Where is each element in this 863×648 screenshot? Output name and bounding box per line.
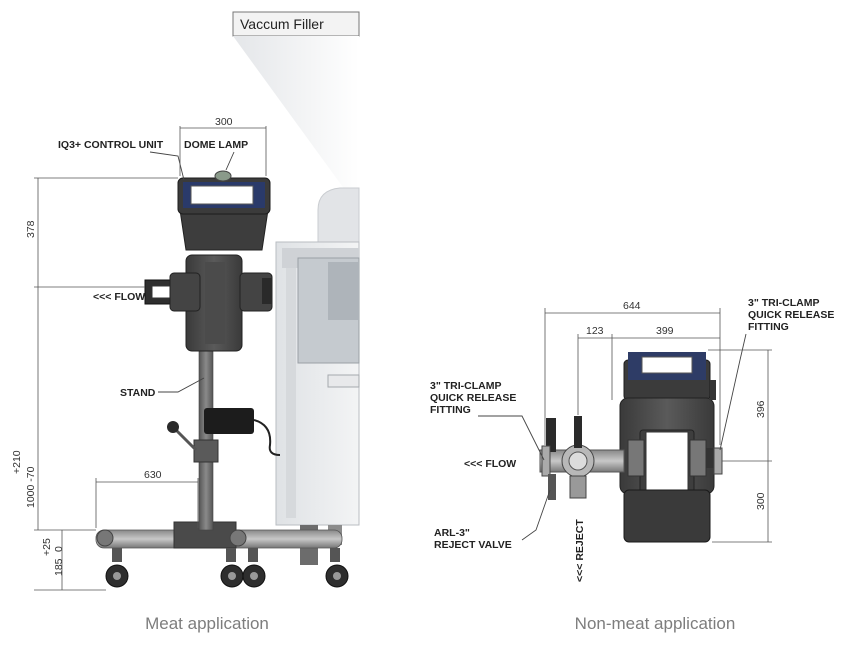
label-reject: <<< REJECT [574, 519, 586, 582]
caption-nonmeat: Non-meat application [575, 614, 736, 633]
stand-pole [167, 339, 281, 531]
filler-cabinet [275, 187, 360, 565]
label-control-unit: IQ3+ CONTROL UNIT [58, 139, 164, 151]
iq3-control-unit [177, 170, 271, 251]
label-clamp-left-2: QUICK RELEASE [430, 392, 516, 404]
meat-dimensions: 300 378 1000 -70 +210 185 +25 0 630 [11, 116, 267, 591]
dim-width-top: 300 [215, 116, 233, 128]
dome-lamp [214, 170, 232, 182]
tri-clamp-right [713, 447, 723, 475]
dim-foot-height: 185 [53, 558, 65, 576]
filler-hopper [233, 36, 359, 190]
dim-base-width: 630 [144, 469, 162, 481]
vacuum-filler-header: Vaccum Filler [232, 11, 360, 37]
nonmeat-control-screen [641, 356, 693, 374]
detector-head [144, 254, 273, 352]
label-nonmeat-flow: <<< FLOW [464, 458, 516, 470]
dim-nonmeat-height-lower: 300 [755, 492, 767, 510]
dim-nonmeat-height-upper: 396 [755, 400, 767, 418]
label-valve-1: ARL-3" [434, 527, 470, 539]
meat-application-drawing: Vaccum Filler [11, 11, 360, 633]
dim-foot-tol-bottom: 0 [53, 546, 65, 552]
control-unit-screen [190, 185, 254, 205]
label-clamp-left-3: FITTING [430, 404, 471, 416]
label-flow: <<< FLOW [93, 291, 145, 303]
label-clamp-right-3: FITTING [748, 321, 789, 333]
dim-height-upper: 378 [25, 220, 37, 238]
label-clamp-left-1: 3" TRI-CLAMP [430, 380, 501, 392]
label-dome-lamp: DOME LAMP [184, 139, 248, 151]
stand-base [95, 521, 349, 588]
vacuum-filler-label: Vaccum Filler [240, 16, 324, 32]
label-clamp-right-2: QUICK RELEASE [748, 309, 834, 321]
dim-inner-width: 399 [656, 325, 674, 337]
caption-meat: Meat application [145, 614, 269, 633]
dim-foot-tol-top: +25 [41, 538, 53, 556]
dim-total-width: 644 [623, 300, 641, 312]
label-valve-2: REJECT VALVE [434, 539, 512, 551]
nonmeat-detector-body [619, 352, 720, 543]
nonmeat-dimensions: 644 123 399 396 300 [544, 300, 772, 543]
nonmeat-application-drawing: 3" TRI-CLAMP QUICK RELEASE FITTING 3" TR… [430, 297, 834, 633]
meat-labels: IQ3+ CONTROL UNIT DOME LAMP <<< FLOW STA… [58, 139, 248, 399]
tri-clamp-left [541, 445, 551, 477]
nonmeat-labels: 3" TRI-CLAMP QUICK RELEASE FITTING 3" TR… [430, 297, 834, 582]
label-stand: STAND [120, 387, 156, 399]
dim-height-main: 1000 -70 [25, 466, 37, 508]
dim-height-tolerance: +210 [11, 450, 23, 474]
label-clamp-right-1: 3" TRI-CLAMP [748, 297, 819, 309]
dim-offset: 123 [586, 325, 604, 337]
